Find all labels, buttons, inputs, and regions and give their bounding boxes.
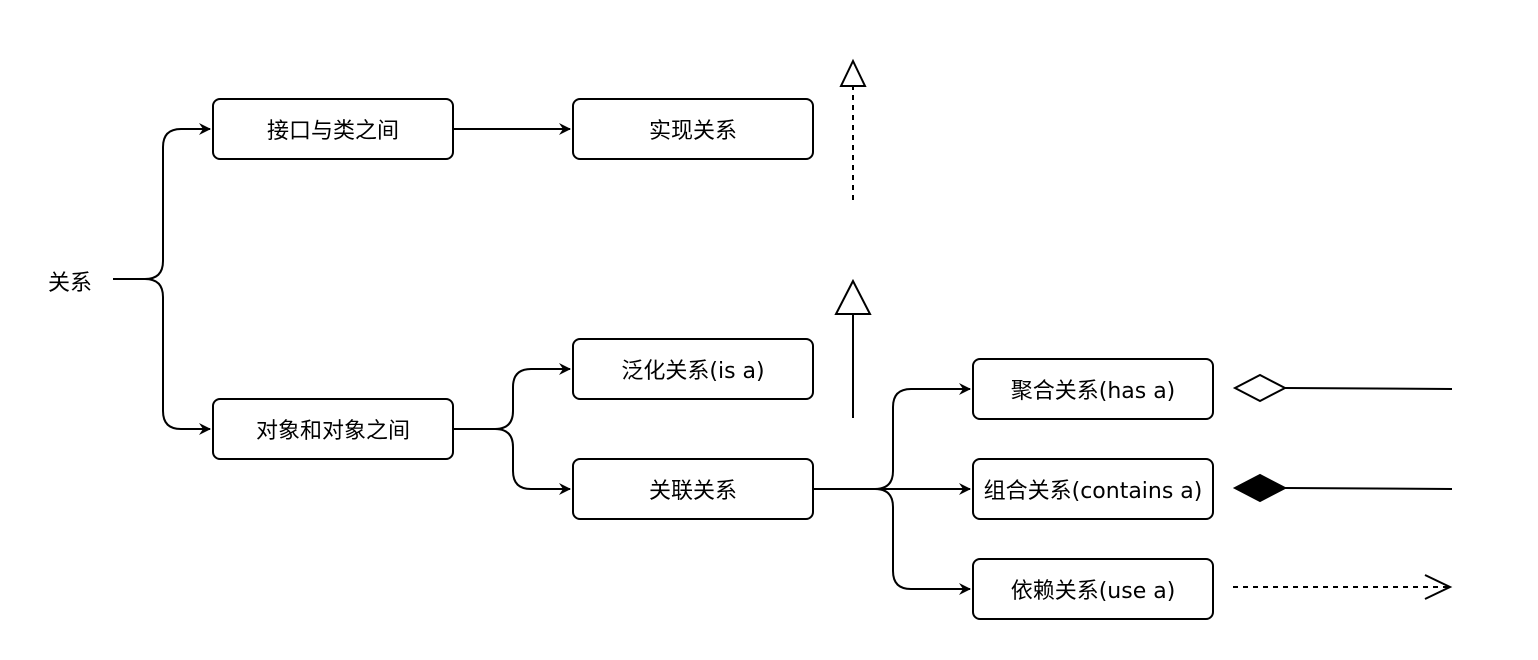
node-aggregation: 聚合关系(has a) [972,358,1214,420]
node-dependency: 依赖关系(use a) [972,558,1214,620]
connector-object-object-to-generalization [453,363,571,430]
aggregation-notation-icon [1232,373,1453,403]
node-association: 关联关系 [572,458,814,520]
node-interface-class: 接口与类之间 [212,98,454,160]
connector-root-to-object-object [113,278,211,435]
connector-association-to-dependency [813,488,971,595]
dependency-notation-icon [1233,574,1453,600]
node-generalization: 泛化关系(is a) [572,338,814,400]
composition-notation-icon [1232,473,1453,503]
node-object-object: 对象和对象之间 [212,398,454,460]
generalization-notation-icon [834,278,872,418]
node-realization: 实现关系 [572,98,814,160]
connector-root-to-interface-class [113,123,211,280]
realization-notation-icon [839,58,867,200]
connector-association-to-aggregation [813,383,971,490]
root-label: 关系 [48,271,93,296]
node-composition: 组合关系(contains a) [972,458,1214,520]
connector-object-object-to-association [453,428,571,495]
